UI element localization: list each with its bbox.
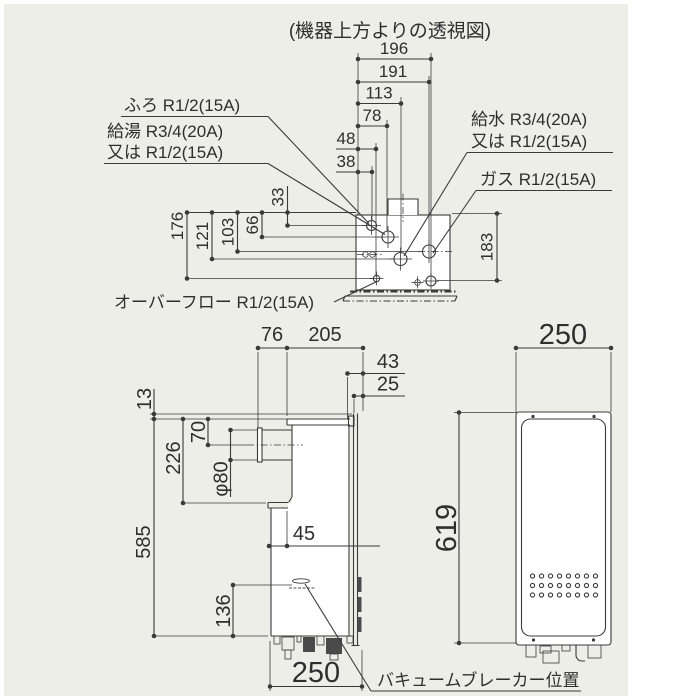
side-view: 76 205 43 25 13 [133,324,581,692]
side-view-bottom-fittings [273,635,354,661]
dim-121: 121 [193,210,394,262]
dim-205-label: 205 [308,324,341,346]
dim-176: 176 [168,210,373,281]
dim-78-label: 78 [363,106,382,125]
dim-66: 66 [243,210,382,240]
front-view-bottom-fittings [525,644,602,664]
wall-hook-tab [357,617,362,632]
dim-13: 13 [134,388,157,422]
dim-66-label: 66 [243,216,262,235]
kyuto-label-2: 又は R1/2(15A) [107,143,223,162]
overflow-label: オーバーフロー R1/2(15A) [114,293,314,312]
gas-callout: ガス R1/2(15A) [432,170,612,254]
screw [531,414,535,419]
front-view: 250 619 [431,319,614,664]
dim-619-label: 619 [431,504,463,552]
vent-hole-grid [529,573,599,598]
dim-113: 113 [355,84,404,106]
side-view-outline [150,413,362,647]
dim-43: 43 [345,351,405,376]
top-view-vertical-dims: 33 66 103 121 [168,186,502,283]
kyuto-callout: 給湯 R3/4(20A) 又は R1/2(15A) [104,122,386,235]
dim-226-label: 226 [163,441,185,474]
dim-33: 33 [269,186,367,228]
kyuto-label-1: 給湯 R3/4(20A) [107,122,223,141]
dim-250-front: 250 [513,319,614,412]
dim-136: 136 [213,582,292,639]
vacuum-callout: バキュームブレーカー位置 [304,583,581,692]
dim-113-label: 113 [365,84,392,103]
kyusui-label-2: 又は R1/2(15A) [471,132,587,151]
wall-hook-tab [357,577,362,592]
kyusui-callout: 給水 R3/4(20A) 又は R1/2(15A) [403,110,613,257]
top-view-title: (機器上方よりの透視図) [289,20,491,42]
side-view-dims: 76 205 43 25 13 [133,324,405,691]
side-view-body-fill [271,419,350,636]
dim-33-label: 33 [269,188,288,207]
dim-25: 25 [351,374,405,399]
screw [592,414,596,419]
dim-38: 38 [336,152,375,175]
furo-callout: ふろ R1/2(15A) [121,96,370,224]
dim-226: 226 [163,416,266,506]
dim-45-label: 45 [293,523,315,545]
dim-48: 48 [336,129,379,152]
dim-250-side-label: 250 [292,657,340,689]
dim-619: 619 [431,410,517,646]
flue-pipe [247,427,303,463]
dim-205: 205 [287,324,366,351]
drain-elbow [575,645,585,662]
furo-label: ふろ R1/2(15A) [124,96,240,115]
dim-585-label: 585 [133,525,155,558]
dim-78: 78 [355,106,390,129]
top-view-horizontal-dims: 196 191 113 78 48 [336,39,434,276]
dim-76-label: 76 [261,324,283,346]
overflow-callout: オーバーフロー R1/2(15A) [114,281,378,312]
dim-13-label: 13 [134,388,156,410]
dim-70-label: 70 [188,421,210,443]
dim-176-label: 176 [168,212,187,240]
dim-103-label: 103 [219,218,238,246]
vacuum-label: バキュームブレーカー位置 [377,670,579,690]
wall-hook-tab [357,597,362,612]
dim-183: 183 [437,211,502,283]
dim-103: 103 [219,210,423,254]
dim-43-label: 43 [377,351,399,373]
kyusui-label-1: 給水 R3/4(20A) [471,110,587,129]
dim-48-label: 48 [337,129,356,148]
dim-phi80: φ80 [211,427,257,497]
dim-121-label: 121 [193,222,212,250]
top-view: (機器上方よりの透視図) [104,20,613,312]
gas-label: ガス R1/2(15A) [480,170,596,189]
screw [591,638,596,642]
dim-250-front-label: 250 [539,319,587,351]
dim-196-label: 196 [380,39,408,58]
dim-250-side: 250 [267,641,365,691]
dim-70: 70 [188,416,247,448]
top-view-callouts: ふろ R1/2(15A) 給湯 R3/4(20A) 又は R1/2(15A) 給… [104,96,613,312]
dim-196: 196 [355,39,434,62]
front-view-body [515,411,612,646]
dim-25-label: 25 [377,374,399,396]
vacuum-breaker-mark [289,578,315,589]
dim-585: 585 [133,419,268,639]
dim-183-label: 183 [478,233,497,261]
dim-phi80-label: φ80 [211,461,233,496]
dim-45: 45 [266,511,380,549]
dim-191: 191 [355,62,432,85]
small-bottom-connection [411,276,424,289]
dim-38-label: 38 [337,152,356,171]
dim-136-label: 136 [213,594,235,627]
screw [531,638,536,642]
dim-191-label: 191 [379,62,407,81]
